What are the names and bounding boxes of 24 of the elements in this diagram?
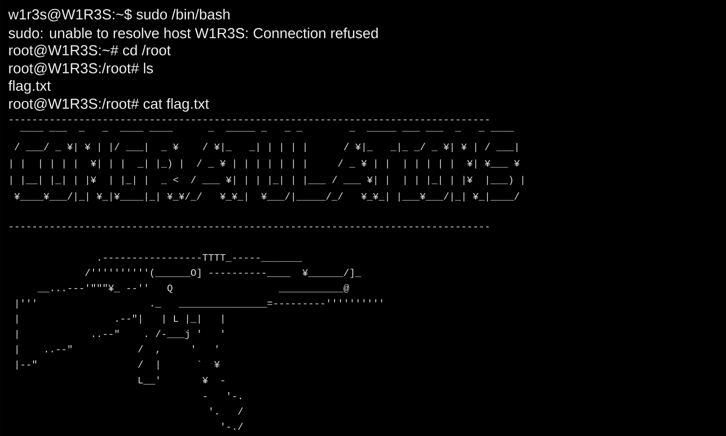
terminal-line: root@W1R3S:/root# cat flag.txt	[9, 98, 209, 112]
ascii-art-line: .-----------------TTTT_-----_______	[98, 254, 302, 262]
ascii-art-line: ____ ___ _ _ ____ ____ _ _____ _ _ _ _ _____ ___ ___ _ _ ____	[20, 131, 514, 132]
ascii-art-line: |--" / | ` ¥	[16, 360, 220, 370]
ascii-art-line: L__' ¥ -	[138, 376, 224, 384]
ascii-art-line: __...---'"""¥_ --'' Q ___________@	[38, 284, 350, 294]
ascii-art-line: - '-.	[204, 392, 242, 400]
terminal-line: root@W1R3S:~# cd /root	[9, 44, 171, 58]
ascii-art-line: /''''''''''(______O] ----------____ ¥______/]_	[85, 268, 362, 278]
ascii-art-line: / ___/ _ ¥| ¥ | |/ ___| _ ¥ / ¥|_ _| | | | | / ¥|_ _|_ _/ _ ¥| ¥ | / ___|	[14, 142, 518, 152]
ascii-art-line: | ..--" / , ' '	[16, 345, 218, 354]
ascii-art-line: | ..--" . /-___j ' '	[16, 330, 224, 340]
ascii-art-line: | |__| |_| | |¥ | |_| | _ < / ___ ¥| | | |_| | |___ / ___ ¥| | | | |_| | |¥ |___) |	[10, 176, 524, 186]
terminal-line: sudo: unable to resolve host W1R3S: Connection refused	[8, 28, 378, 38]
ascii-art-line: ¥____¥___/|_| ¥_|¥____|_| ¥_¥/_/ ¥_¥_| ¥___/|_____/_/ ¥_¥_| |___¥___/|_| ¥_|____/	[14, 192, 520, 202]
ascii-art-line: | .--"| | L |_| |	[16, 314, 224, 324]
ascii-art-line: |''' ._ _______________=---------''''''''''	[16, 299, 382, 308]
ascii-art-line: '. /	[210, 407, 243, 415]
terminal-line: flag.txt	[8, 80, 51, 94]
ascii-art-line: '-./	[222, 422, 243, 430]
terminal-line: root@W1R3S:/root# ls	[9, 62, 153, 76]
terminal-line: w1r3s@W1R3S:~$ sudo /bin/bash	[8, 8, 230, 22]
separator-line: ----------------------------------------------------------------------------------	[10, 226, 489, 228]
ascii-art-line: | | | | | | ¥| | | _| |_) | / _ ¥ | | | | | | | / _ ¥ | | | | | | | ¥| ¥___ ¥	[10, 159, 520, 169]
